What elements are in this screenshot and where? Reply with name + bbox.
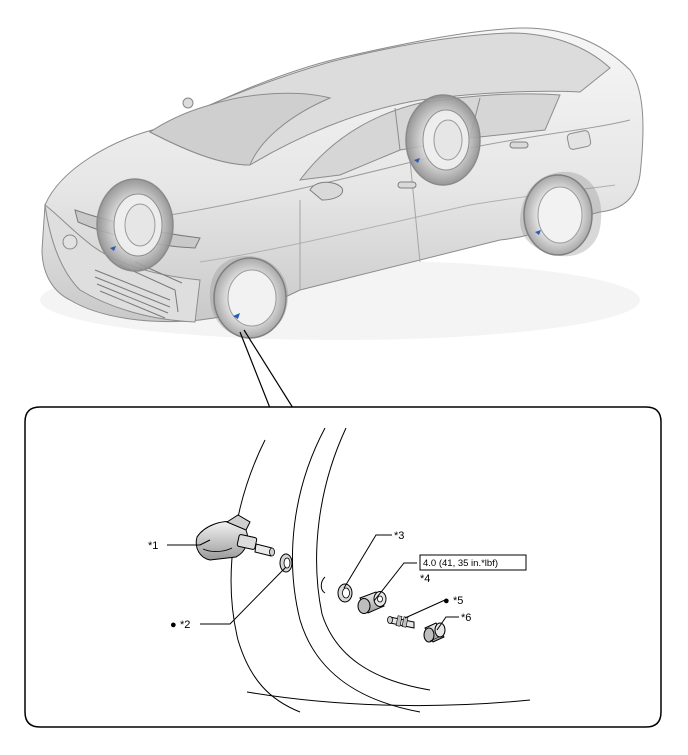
callout-marker-5: ● xyxy=(443,595,450,607)
detail-view: *1 ● *2 *3 4.0 (41, 35 in.*lbf) *4 ● *5 … xyxy=(24,406,662,728)
wheel-rim-lines xyxy=(230,427,531,713)
vehicle-illustration xyxy=(40,27,644,340)
side-mirror xyxy=(309,181,344,201)
valve-location-marker xyxy=(233,313,240,319)
callout-label-4: *4 xyxy=(420,573,430,585)
callout-label-1: *1 xyxy=(148,540,158,552)
tire-pressure-sensor xyxy=(195,514,275,561)
callout-label-3: *3 xyxy=(394,530,404,542)
callout-label-5: *5 xyxy=(453,595,463,607)
valve-cap xyxy=(423,622,446,643)
callout-label-6: *6 xyxy=(461,612,471,624)
callout-label-2: *2 xyxy=(180,619,190,631)
callout-leaders xyxy=(167,534,459,631)
tire-rear-left xyxy=(405,94,481,186)
valve-nut xyxy=(357,591,387,614)
tire-rear-right xyxy=(520,171,602,257)
callout-marker-2: ● xyxy=(170,619,177,631)
torque-spec-box xyxy=(419,554,527,571)
washer xyxy=(337,583,353,603)
torque-spec-text: 4.0 (41, 35 in.*lbf) xyxy=(423,558,498,569)
tire-front-right xyxy=(209,255,289,339)
valve-core xyxy=(387,615,415,629)
car-windshield xyxy=(149,92,332,166)
detail-frame xyxy=(24,406,662,728)
tire-front-left xyxy=(96,178,174,272)
detail-leader xyxy=(239,329,294,409)
valve-grommet xyxy=(279,553,293,573)
